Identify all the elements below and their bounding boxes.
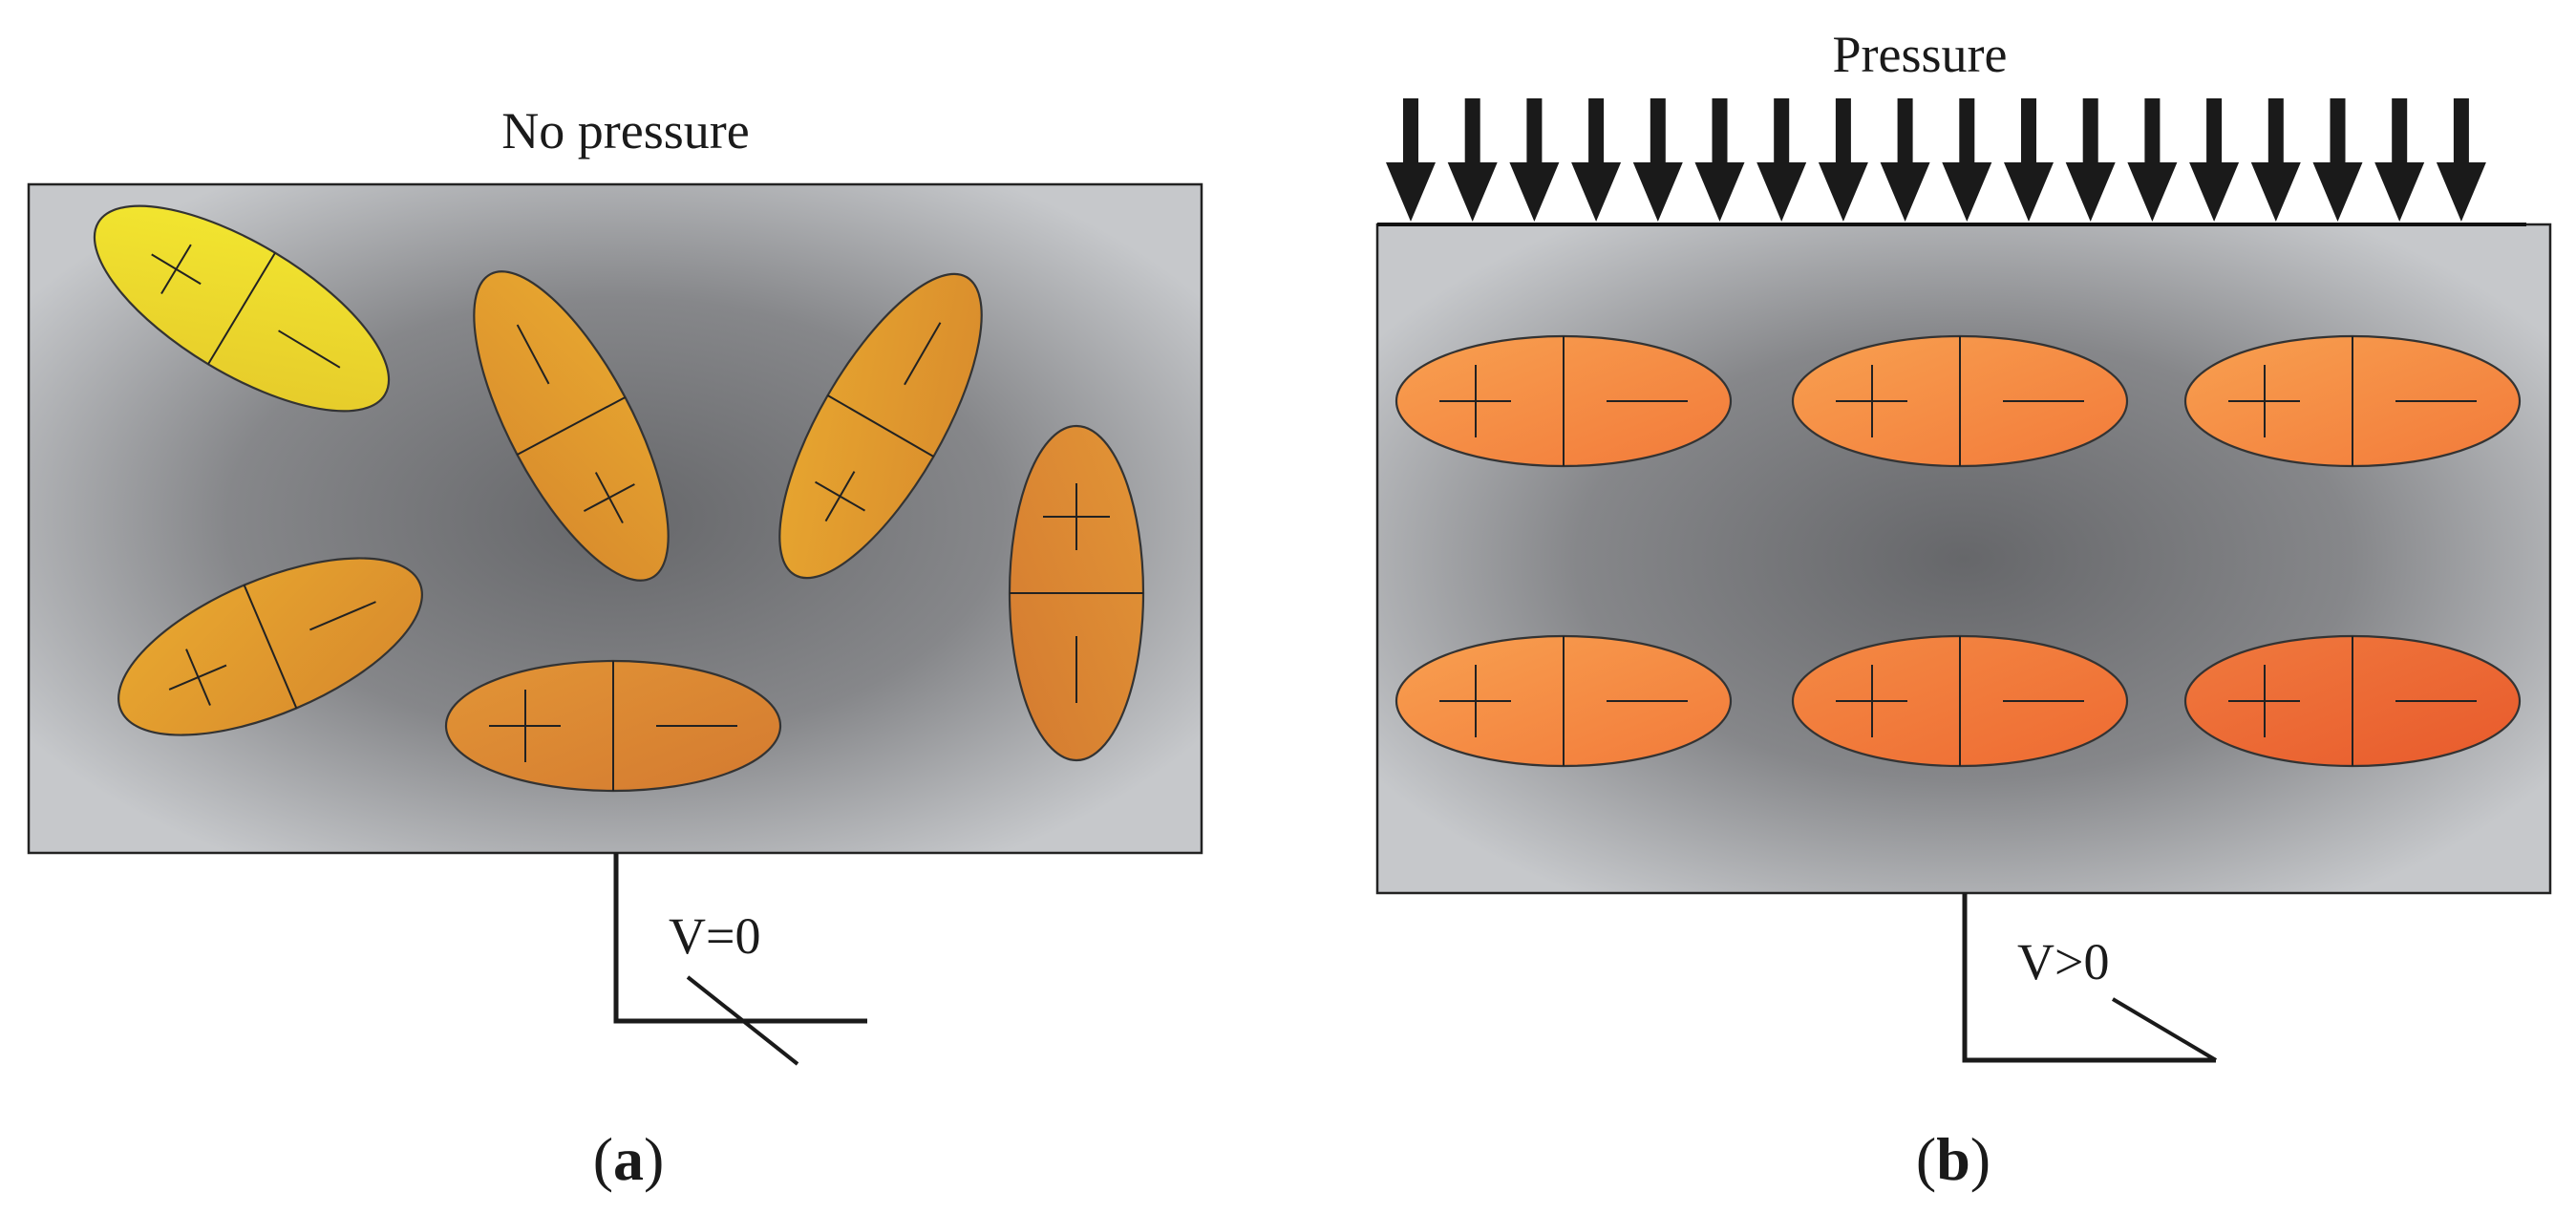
- dipole-icon: [1791, 634, 2129, 768]
- pressure-arrow-icon: [2127, 98, 2178, 222]
- dipole-icon: [2183, 334, 2522, 468]
- panel-a-voltage: V=0: [669, 907, 760, 965]
- panel-a: No pressure: [27, 102, 1203, 1193]
- pressure-arrow-icon: [1756, 98, 1807, 222]
- pressure-arrow-icon: [2250, 98, 2301, 222]
- panel-a-caption: (a): [593, 1125, 665, 1193]
- pressure-arrow-icon: [1942, 98, 1992, 222]
- dipole-icon: [1394, 334, 1733, 468]
- meter-icon: [613, 853, 867, 1066]
- panel-b: Pressure: [1375, 26, 2552, 1193]
- pressure-arrow-icon: [1386, 98, 1436, 222]
- pressure-arrow-icon: [2004, 98, 2054, 222]
- matrix-b: [1375, 223, 2552, 895]
- dipole-icon: [778, 272, 983, 580]
- panel-b-title: Pressure: [1833, 26, 2008, 83]
- dipole-icon: [93, 204, 391, 413]
- pressure-arrow-icon: [1818, 98, 1868, 222]
- panel-a-title: No pressure: [501, 102, 749, 160]
- dipole-icon: [2183, 634, 2522, 768]
- pressure-arrow-icon: [1632, 98, 1683, 222]
- pressure-arrow-icon: [2065, 98, 2116, 222]
- pressure-arrow-icon: [2436, 98, 2486, 222]
- pressure-arrow-icon: [1694, 98, 1745, 222]
- dipole-icon: [1791, 334, 2129, 468]
- pressure-arrow-icon: [1880, 98, 1930, 222]
- pressure-arrow-icon: [1571, 98, 1622, 222]
- dipole-icon: [1008, 424, 1145, 762]
- dipole-icon: [117, 557, 423, 736]
- panel-b-caption: (b): [1916, 1125, 1991, 1193]
- pressure-arrow-icon: [2374, 98, 2425, 222]
- pressure-arrow-icon: [1447, 98, 1498, 222]
- pressure-arrow-icon: [1509, 98, 1560, 222]
- dipole-icon: [444, 659, 782, 793]
- panel-b-voltage: V>0: [2017, 933, 2109, 990]
- pressure-arrows: [1386, 98, 2486, 222]
- pressure-arrow-icon: [2189, 98, 2240, 222]
- dipole-icon: [1394, 634, 1733, 768]
- dipole-icon: [473, 270, 670, 582]
- meter-icon: [1962, 893, 2218, 1063]
- pressure-arrow-icon: [2312, 98, 2363, 222]
